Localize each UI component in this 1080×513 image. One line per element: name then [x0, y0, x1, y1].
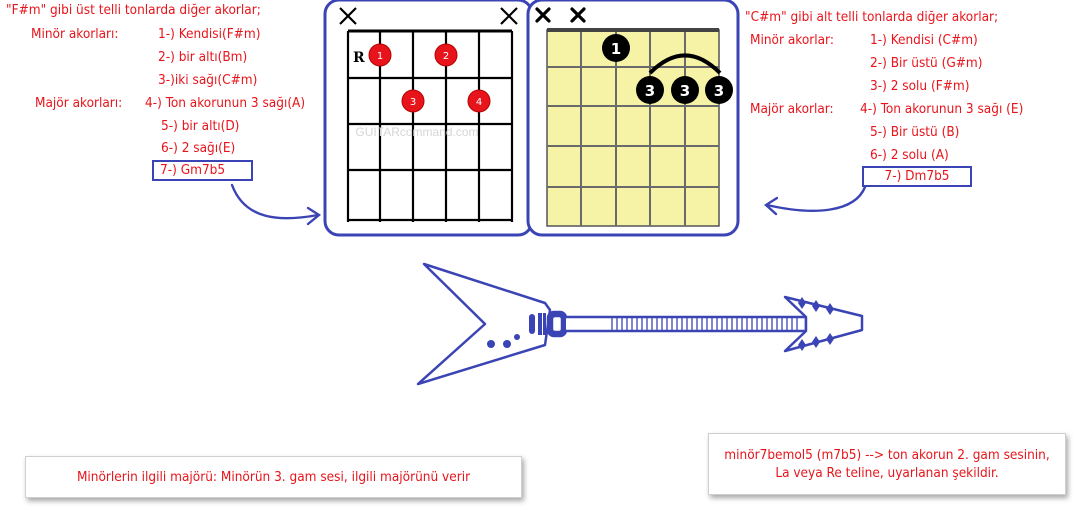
tuning-pegs — [798, 297, 834, 351]
finger-dot — [602, 34, 630, 62]
right-arrowhead — [764, 196, 779, 216]
finger-label: 3 — [680, 82, 690, 100]
left-heading: "F#m" gibi üst telli tonlarda diğer akor… — [6, 2, 261, 18]
left-arrowhead — [306, 206, 322, 226]
guitar-frets — [611, 318, 798, 330]
left-note: Minörlerin ilgili majörü: Minörün 3. gam… — [25, 456, 522, 498]
left-major-label: Majör akorları: — [35, 95, 123, 111]
finger-dot — [671, 76, 699, 104]
left-minor-label: Minör akorları: — [31, 26, 119, 42]
left-major-item-4: 4-) Ton akorunun 3 sağı(A) — [145, 95, 306, 111]
finger-label: 3 — [410, 97, 416, 108]
finger-dot — [401, 89, 425, 113]
finger-dot — [368, 43, 392, 67]
left-minor-item-1: 1-) Kendisi(F#m) — [158, 26, 261, 42]
watermark-text: GUITARcommand.com — [355, 125, 478, 139]
left-arrow — [230, 183, 320, 220]
right-note: minör7bemol5 (m7b5) --> ton akorun 2. ga… — [708, 433, 1066, 495]
right-minor-item-1: 1-) Kendisi (C#m) — [870, 32, 978, 48]
right-minor-item-2: 2-) Bir üstü (G#m) — [870, 55, 983, 71]
root-marker: R — [353, 50, 365, 66]
barre-arc — [648, 53, 722, 75]
left-finger-dots: 1 2 3 4 — [368, 43, 491, 113]
right-finger-dots: 1 3 3 3 — [602, 34, 733, 104]
finger-dot — [636, 76, 664, 104]
finger-label: 1 — [611, 40, 621, 58]
right-heading: "C#m" gibi alt telli tonlarda diğer akor… — [745, 9, 999, 25]
finger-label: 4 — [476, 97, 482, 108]
right-major-label: Majör akorlar: — [750, 101, 834, 117]
guitar-neck — [566, 315, 808, 333]
finger-dot — [434, 43, 458, 67]
finger-label: 2 — [443, 51, 449, 62]
left-major-item-6: 6-) 2 sağı(E) — [161, 140, 236, 156]
left-minor-item-3: 3-)iki sağı(C#m) — [158, 72, 258, 88]
left-chord-diagram — [339, 7, 518, 222]
left-major-item-5: 5-) bir altı(D) — [161, 118, 240, 134]
right-major-item-5: 5-) Bir üstü (B) — [870, 124, 960, 140]
left-minor-item-2: 2-) bir altı(Bm) — [158, 49, 248, 65]
right-minor-label: Minör akorlar: — [750, 32, 834, 48]
finger-label: 3 — [714, 82, 724, 100]
finger-dot — [467, 89, 491, 113]
right-minor-item-3: 3-) 2 solu (F#m) — [870, 78, 970, 94]
finger-dot — [705, 76, 733, 104]
finger-label: 3 — [645, 82, 655, 100]
finger-label: 1 — [377, 51, 383, 62]
guitar-headstock — [783, 295, 864, 353]
right-major-item-6: 6-) 2 solu (A) — [870, 147, 949, 163]
right-m7b5-item: 7-) Dm7b5 — [862, 166, 972, 187]
left-m7b5-item: 7-) Gm7b5 — [152, 160, 253, 181]
guitar-body — [416, 262, 552, 386]
guitar-doodle — [416, 262, 864, 386]
left-diagram-frame — [323, 0, 534, 237]
right-major-item-4: 4-) Ton akorunun 3 sağı (E) — [860, 101, 1024, 117]
right-arrow — [765, 185, 867, 212]
right-chord-diagram — [535, 7, 722, 227]
